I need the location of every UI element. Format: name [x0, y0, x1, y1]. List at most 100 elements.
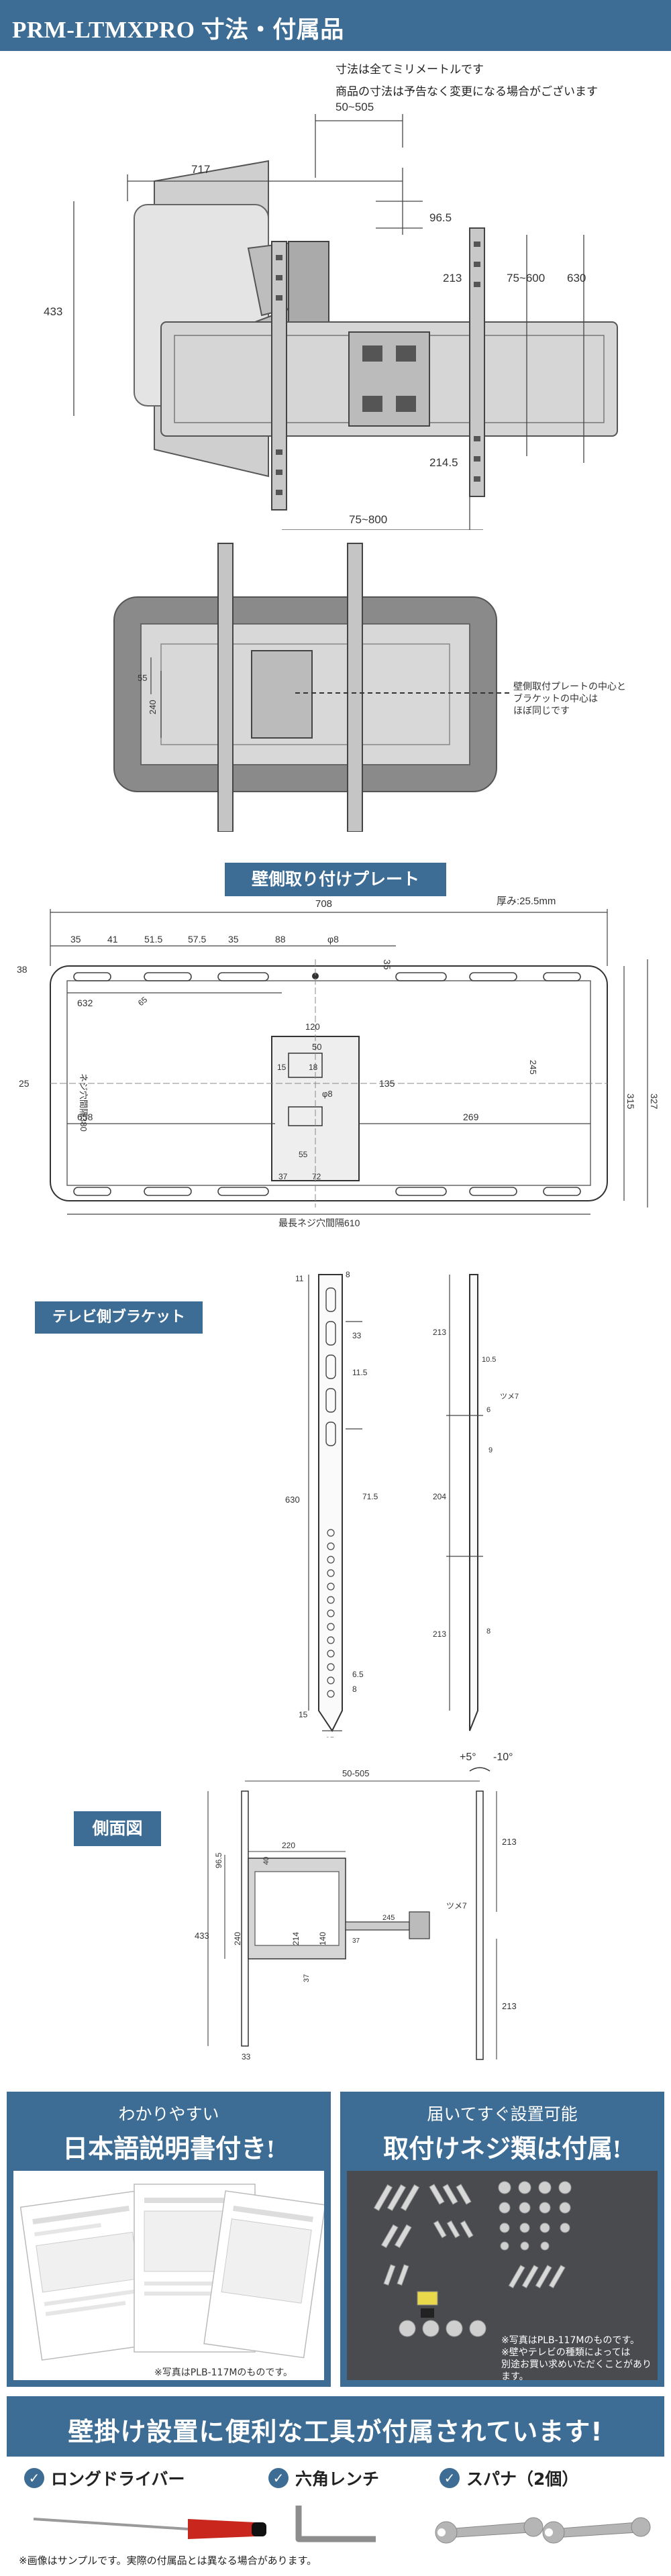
screws-caption: ※写真はPLB-117Mのものです。 ※壁やテレビの種類によっては 別途お買い求… [501, 2334, 658, 2383]
section-label-side-view: 側面図 [74, 1811, 161, 1846]
dim-214-5: 214.5 [429, 456, 458, 469]
screws-caption-1: ※写真はPLB-117Mのものです。 [501, 2335, 640, 2346]
plate-dim-bottom: 最長ネジ穴間隔610 [278, 1218, 360, 1228]
wall-plate-thickness: 厚み:25.5mm [497, 896, 556, 907]
plate-dim-120: 120 [305, 1022, 320, 1032]
front-dim-55: 55 [138, 673, 147, 683]
front-dim-240: 240 [148, 700, 158, 714]
manual-panel: わかりやすい 日本語説明書付き! ※写真はPLB-117Mのものです。 [7, 2092, 331, 2387]
screws-panel-sub: 届いてすぐ設置可能 [427, 2106, 578, 2124]
manual-booklet-illustration [19, 2184, 324, 2361]
front-note-1: 壁側取付プレートの中心と [513, 681, 626, 692]
title-bar: PRM-LTMXPRO 寸法・付属品 [0, 0, 671, 51]
bracket-dim-33: 33 [352, 1331, 362, 1340]
plate-dim-57-5: 57.5 [188, 934, 206, 945]
plate-dim-38: 38 [17, 964, 28, 975]
tool-hex-wrench: ✓ 六角レンチ [268, 2466, 379, 2490]
tool-hex-wrench-label: 六角レンチ [295, 2469, 380, 2489]
tools-illustration [33, 2506, 651, 2544]
side-dim-240: 240 [233, 1932, 242, 1945]
check-icon: ✓ [268, 2468, 289, 2488]
plate-dim-315: 315 [625, 1093, 636, 1110]
plate-dim-135: 135 [379, 1078, 395, 1089]
dim-75-600: 75~600 [507, 272, 545, 284]
plate-dim-35a: 35 [70, 934, 81, 945]
bracket-dim-15: 15 [299, 1710, 308, 1719]
bracket-dim-71-5: 71.5 [362, 1492, 378, 1501]
side-bracket-213a: 213 [433, 1328, 446, 1337]
plate-dim-72: 72 [312, 1172, 321, 1181]
side-dim-96-5: 96.5 [214, 1852, 223, 1868]
side-bracket-10-5: 10.5 [482, 1356, 496, 1364]
side-bracket-6: 6 [486, 1406, 491, 1414]
plate-pitch-380: ネジ穴間隔380 [79, 1073, 89, 1132]
plate-dim-658: 658 [77, 1112, 93, 1122]
dim-433: 433 [44, 305, 62, 318]
tools-banner: 壁掛け設置に便利な工具が付属されています! [7, 2396, 664, 2457]
plate-dim-phi8a: φ8 [327, 934, 339, 945]
plate-dim-708: 708 [315, 898, 332, 910]
side-dim-213b: 213 [502, 2001, 517, 2011]
side-dim-37b: 37 [303, 1974, 311, 1982]
plate-dim-18: 18 [309, 1063, 318, 1072]
screws-caption-3: 別途お買い求めいただくことがあります。 [501, 2359, 652, 2382]
screws-panel: 届いてすぐ設置可能 取付けネジ類は付属! [340, 2092, 664, 2387]
check-icon: ✓ [440, 2468, 460, 2488]
plate-dim-245: 245 [528, 1060, 538, 1075]
screws-caption-2: ※壁やテレビの種類によっては [501, 2347, 631, 2358]
check-icon: ✓ [24, 2468, 44, 2488]
note-1: 寸法は全てミリメートルです [336, 63, 484, 76]
side-tilt-up: +5° [460, 1752, 476, 1763]
side-dim-213a: 213 [502, 1837, 517, 1847]
side-bracket-8: 8 [486, 1627, 491, 1635]
tools-banner-text: 壁掛け設置に便利な工具が付属されています! [68, 2417, 603, 2447]
dim-50-505: 50~505 [336, 101, 374, 113]
front-note-3: ほぼ同じです [513, 705, 570, 716]
plate-dim-41: 41 [107, 934, 118, 945]
plate-dim-25: 25 [19, 1078, 30, 1089]
bracket-dim-11-5: 11.5 [352, 1368, 368, 1377]
tool-spanner-label: スパナ（2個） [466, 2469, 579, 2489]
plate-dim-37: 37 [278, 1172, 288, 1181]
plate-dim-632: 632 [77, 998, 93, 1008]
tv-bracket-diagram: 8 11 33 11.5 630 71.5 6.5 8 15 25 213 10… [285, 1270, 519, 1737]
plate-dim-35b: 35 [228, 934, 239, 945]
plate-dim-51-5: 51.5 [144, 934, 162, 945]
tool-long-driver: ✓ ロングドライバー [24, 2466, 185, 2490]
side-bracket-204: 204 [433, 1492, 446, 1501]
screws-illustration [373, 2181, 572, 2337]
bracket-dim-630: 630 [285, 1495, 300, 1505]
manual-panel-body: ※写真はPLB-117Mのものです。 [13, 2171, 324, 2380]
side-dim-tsume: ツメ7 [446, 1901, 467, 1911]
side-dim-433: 433 [195, 1931, 209, 1941]
side-dim-214: 214 [291, 1932, 301, 1945]
bracket-dim-8b: 8 [352, 1684, 357, 1694]
bracket-dim-11: 11 [295, 1274, 304, 1283]
top-dimension-diagram: 50~505 717 96.5 433 213 75~600 630 214.5… [44, 101, 618, 530]
bracket-dim-25: 25 [325, 1735, 335, 1737]
dim-717: 717 [191, 163, 210, 176]
bracket-dim-8: 8 [346, 1270, 350, 1279]
dim-630: 630 [567, 272, 586, 284]
tool-long-driver-label: ロングドライバー [51, 2469, 185, 2489]
note-2: 商品の寸法は予告なく変更になる場合がございます [336, 85, 598, 99]
plate-dim-65: 65 [136, 995, 149, 1008]
side-dim-width: 50-505 [342, 1768, 369, 1778]
side-dim-220: 220 [282, 1841, 295, 1850]
side-dim-37a: 37 [352, 1937, 360, 1945]
footnote: ※画像はサンプルです。実際の付属品とは異なる場合があります。 [19, 2555, 317, 2567]
front-view-diagram: 55 240 壁側取付プレートの中心と ブラケットの中心は ほぼ同じです [113, 543, 626, 832]
manual-caption: ※写真はPLB-117Mのものです。 [154, 2367, 293, 2378]
plate-dim-55: 55 [299, 1150, 308, 1159]
side-view-diagram: +5° -10° 50-505 213 96.5 40 220 ツメ7 433 … [195, 1752, 517, 2061]
section-label-tv-bracket: テレビ側ブラケット [35, 1301, 203, 1334]
plate-dim-327: 327 [649, 1093, 660, 1110]
manual-panel-sub: わかりやすい [118, 2106, 219, 2124]
screws-panel-body: ※写真はPLB-117Mのものです。 ※壁やテレビの種類によっては 別途お買い求… [347, 2171, 658, 2383]
plate-dim-50: 50 [312, 1042, 321, 1052]
dim-96-5: 96.5 [429, 211, 452, 224]
plate-dim-269: 269 [463, 1112, 479, 1122]
notes: 寸法は全てミリメートルです 商品の寸法は予告なく変更になる場合がございます [336, 59, 598, 103]
page-title: PRM-LTMXPRO 寸法・付属品 [12, 17, 344, 43]
section-label-wall-plate: 壁側取り付けプレート [225, 863, 446, 896]
